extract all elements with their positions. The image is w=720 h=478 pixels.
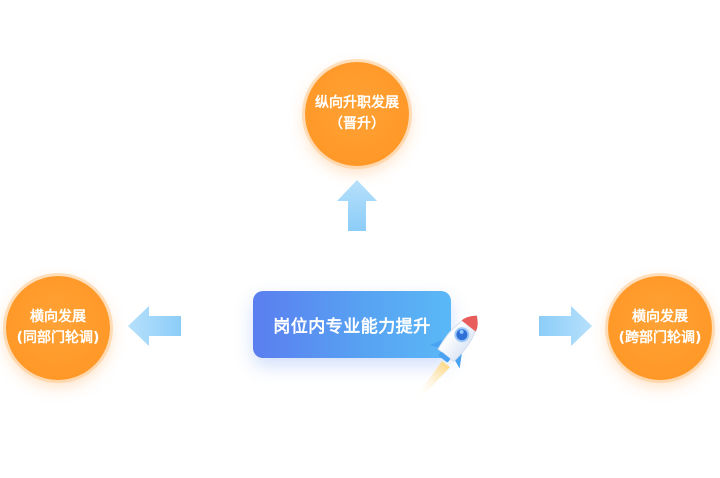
rocket-icon (416, 315, 478, 399)
node-horizontal-cross-dept-subtitle: (跨部门轮调) (618, 330, 702, 346)
node-vertical-promotion-subtitle: （晋升） (329, 116, 385, 132)
arrow-right-icon (539, 306, 592, 346)
arrow-up-icon (337, 180, 377, 231)
node-vertical-promotion-title: 纵向升职发展 (315, 95, 399, 111)
node-horizontal-same-dept-title: 横向发展 (30, 309, 86, 325)
node-horizontal-same-dept-subtitle: (同部门轮调) (16, 330, 100, 346)
node-vertical-promotion: 纵向升职发展 （晋升） (305, 62, 409, 166)
node-horizontal-same-dept: 横向发展 (同部门轮调) (6, 276, 110, 380)
node-horizontal-cross-dept: 横向发展 (跨部门轮调) (608, 276, 712, 380)
center-skill-improvement-label: 岗位内专业能力提升 (273, 317, 431, 337)
node-horizontal-cross-dept-title: 横向发展 (632, 309, 688, 325)
center-skill-improvement: 岗位内专业能力提升 (253, 291, 451, 358)
arrow-left-icon (128, 306, 181, 346)
